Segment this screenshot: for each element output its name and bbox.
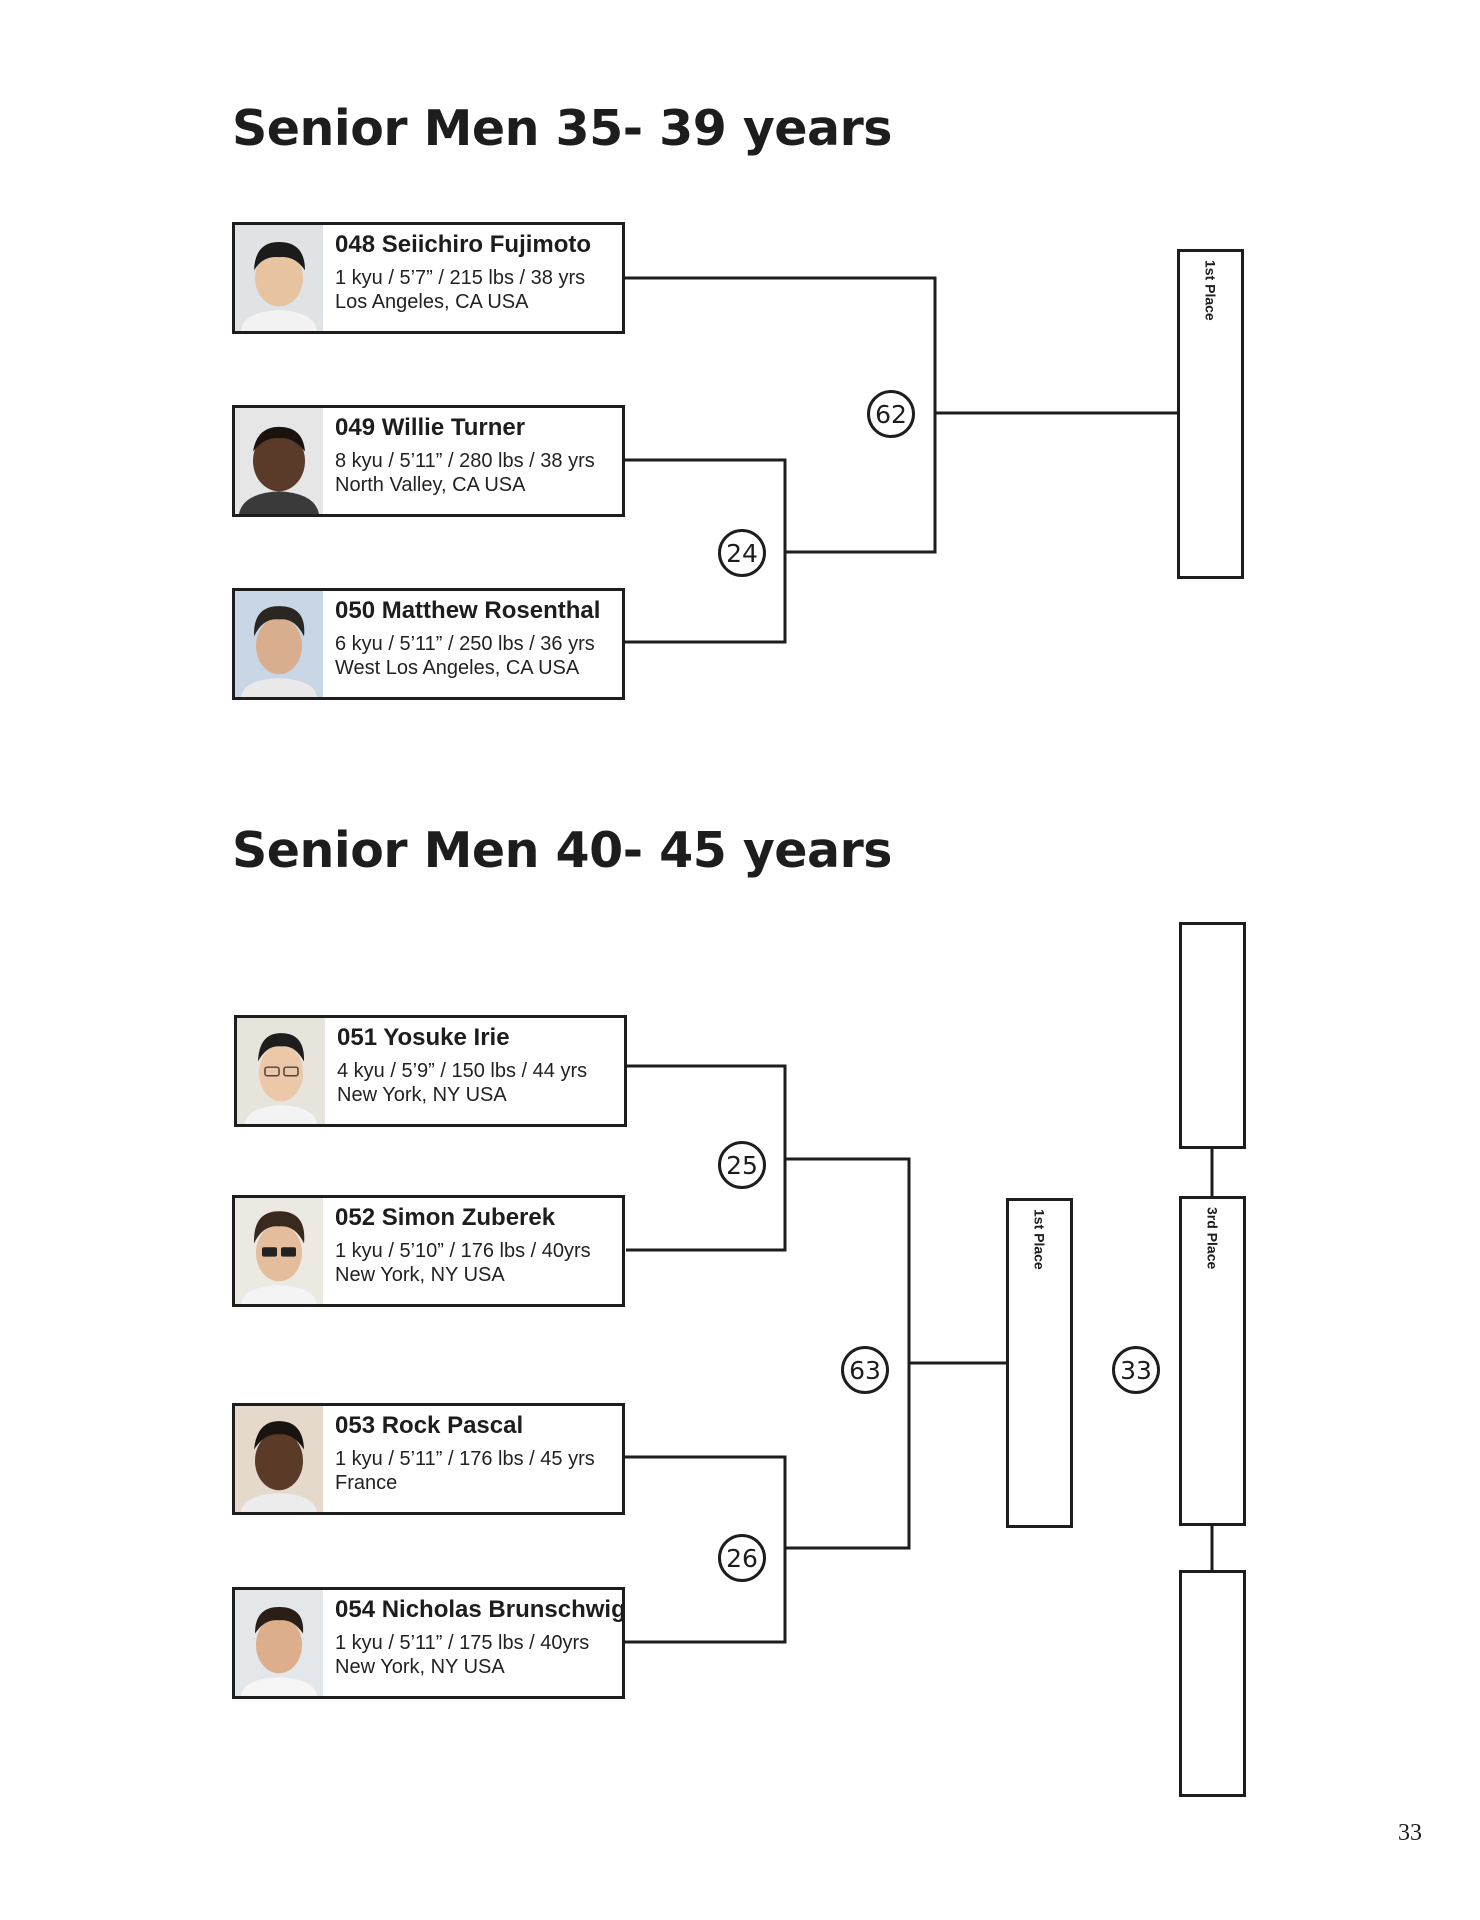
competitor-name: 052 Simon Zuberek: [335, 1204, 556, 1231]
match-number: 63: [841, 1346, 889, 1394]
competitor-name: 054 Nicholas Brunschwig: [335, 1596, 626, 1623]
competitor-name: 050 Matthew Rosenthal: [335, 597, 601, 624]
competitor-card[interactable]: 049 Willie Turner 8 kyu / 5’11” / 280 lb…: [232, 405, 625, 517]
competitor-card[interactable]: 052 Simon Zuberek 1 kyu / 5’10” / 176 lb…: [232, 1195, 625, 1307]
bracket-line: [785, 1157, 911, 1550]
competitor-name: 053 Rock Pascal: [335, 1412, 524, 1439]
competitor-photo: [237, 1018, 325, 1124]
placement-box: 1st Place: [1006, 1198, 1073, 1528]
competitor-location: North Valley, CA USA: [335, 474, 526, 497]
match-number: 62: [867, 390, 915, 438]
competitor-stats: 1 kyu / 5’7” / 215 lbs / 38 yrs: [335, 266, 586, 289]
competitor-stats: 1 kyu / 5’11” / 176 lbs / 45 yrs: [335, 1447, 595, 1470]
competitor-card[interactable]: 053 Rock Pascal 1 kyu / 5’11” / 176 lbs …: [232, 1403, 625, 1515]
competitor-location: New York, NY USA: [337, 1084, 507, 1107]
match-number: 26: [718, 1534, 766, 1582]
competitor-card[interactable]: 054 Nicholas Brunschwig 1 kyu / 5’11” / …: [232, 1587, 626, 1699]
competitor-name: 049 Willie Turner: [335, 414, 526, 441]
placement-label: 1st Place: [1202, 260, 1219, 321]
competitor-stats: 8 kyu / 5’11” / 280 lbs / 38 yrs: [335, 449, 595, 472]
placement-box: 1st Place: [1177, 249, 1244, 579]
competitor-card[interactable]: 051 Yosuke Irie 4 kyu / 5’9” / 150 lbs /…: [234, 1015, 627, 1127]
competitor-name: 048 Seiichiro Fujimoto: [335, 231, 592, 258]
match-number: 33: [1112, 1346, 1160, 1394]
competitor-card[interactable]: 048 Seiichiro Fujimoto 1 kyu / 5’7” / 21…: [232, 222, 625, 334]
section-title: Senior Men 35- 39 years: [232, 100, 892, 157]
bracket-line: [624, 276, 937, 554]
competitor-photo: [235, 1590, 323, 1696]
competitor-location: Los Angeles, CA USA: [335, 291, 529, 314]
competitor-photo: [235, 1198, 323, 1304]
placement-label: 1st Place: [1031, 1209, 1048, 1270]
competitor-stats: 1 kyu / 5’11” / 175 lbs / 40yrs: [335, 1631, 590, 1654]
placement-box-empty: [1179, 922, 1246, 1149]
match-number: 25: [718, 1141, 766, 1189]
competitor-photo: [235, 408, 323, 514]
competitor-location: West Los Angeles, CA USA: [335, 657, 580, 680]
placement-box-empty: [1179, 1570, 1246, 1797]
section-title: Senior Men 40- 45 years: [232, 822, 892, 879]
competitor-location: New York, NY USA: [335, 1264, 505, 1287]
placement-box: 3rd Place: [1179, 1196, 1246, 1526]
competitor-photo: [235, 1406, 323, 1512]
competitor-photo: [235, 591, 323, 697]
competitor-location: New York, NY USA: [335, 1656, 505, 1679]
competitor-stats: 6 kyu / 5’11” / 250 lbs / 36 yrs: [335, 632, 595, 655]
match-number: 24: [718, 529, 766, 577]
competitor-name: 051 Yosuke Irie: [337, 1024, 510, 1051]
competitor-photo: [235, 225, 323, 331]
competitor-location: France: [335, 1472, 398, 1495]
competitor-stats: 1 kyu / 5’10” / 176 lbs / 40yrs: [335, 1239, 591, 1262]
placement-label: 3rd Place: [1204, 1207, 1221, 1270]
bracket-line: [624, 458, 787, 644]
competitor-stats: 4 kyu / 5’9” / 150 lbs / 44 yrs: [337, 1059, 588, 1082]
page-number: 33: [1398, 1820, 1422, 1846]
competitor-card[interactable]: 050 Matthew Rosenthal 6 kyu / 5’11” / 25…: [232, 588, 625, 700]
